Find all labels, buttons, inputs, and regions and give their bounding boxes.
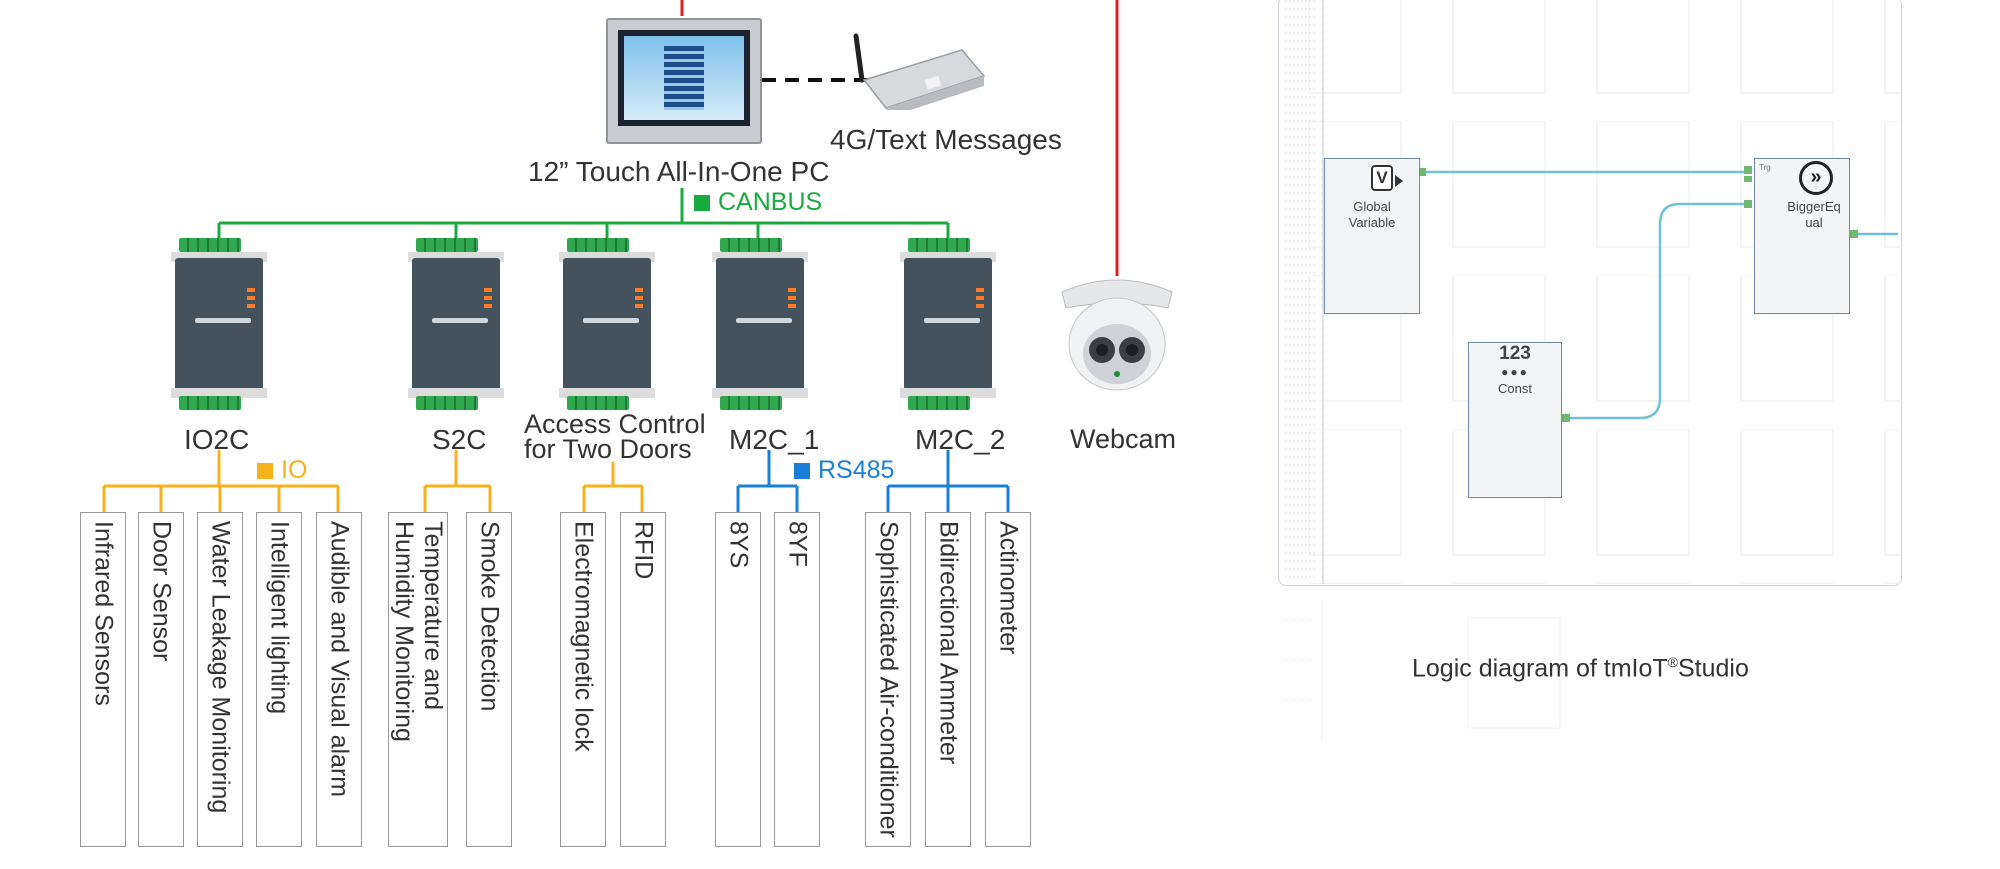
compare-icon: » [1799, 161, 1833, 195]
sensor-box: 8YS [715, 512, 761, 847]
logic-caption-main: Logic diagram of tmIoT [1412, 654, 1668, 683]
logic-caption-tail: Studio [1678, 654, 1749, 683]
block-label: Global Variable [1348, 199, 1396, 230]
const-dots-icon: ●●● [1501, 365, 1529, 379]
logic-block-bigger-equal[interactable]: Trg » BiggerEq ual [1754, 158, 1850, 314]
messaging-caption: 4G/Text Messages [830, 124, 1062, 155]
webcam-caption: Webcam [1070, 424, 1177, 454]
variable-arrow-icon [1395, 175, 1403, 187]
webcam-image [1061, 279, 1173, 391]
rs485-legend: RS485 [794, 456, 894, 485]
sensor-box: Infrared Sensors [80, 512, 126, 847]
canbus-swatch [694, 195, 710, 212]
module-label-io2c: IO2C [184, 424, 250, 455]
logic-block-global-variable[interactable]: V Global Variable [1324, 158, 1420, 314]
canbus-label: CANBUS [718, 188, 823, 216]
sensor-box: Audible and Visual alarm [316, 512, 362, 847]
sensor-box: Water Leakage Monitoring [197, 512, 243, 847]
logic-block-const[interactable]: 123 ●●● Const [1468, 342, 1562, 498]
block-label: BiggerEq ual [1787, 199, 1841, 230]
module-label-s2c: S2C [432, 424, 487, 455]
io-bus-io2c [102, 450, 340, 512]
trg-port-label: Trg [1759, 163, 1771, 172]
logic-caption-reg: ® [1667, 654, 1678, 670]
sensor-box: Smoke Detection [466, 512, 512, 847]
module-s2c [408, 238, 504, 410]
rs485-label: RS485 [818, 456, 895, 484]
sensor-box: Temperature and Humidity Monitoring [388, 512, 448, 847]
module-io2c [171, 238, 267, 410]
io-bus-access [582, 462, 644, 512]
module-label-m2c-2: M2C_2 [915, 424, 1006, 455]
sensor-box: 8YF [774, 512, 820, 847]
io-label: IO [281, 456, 308, 484]
module-access-control [559, 238, 655, 410]
variable-icon: V [1371, 165, 1393, 191]
rs485-bus-m2c1 [736, 450, 799, 512]
io-bus-s2c [423, 450, 492, 512]
io-legend: IO [257, 456, 307, 485]
sensor-box: Door Sensor [138, 512, 184, 847]
rs485-swatch [794, 463, 810, 480]
sensor-box: Actinometer [985, 512, 1031, 847]
module-m2c-1 [712, 238, 808, 410]
sensor-box: Sophisticated Air-conditioner [865, 512, 911, 847]
block-label: Const [1498, 381, 1532, 396]
logic-grid-fade [1282, 600, 1561, 740]
touch-pc-image [606, 18, 762, 144]
rs485-bus-m2c2 [886, 450, 1010, 512]
io-swatch [257, 463, 273, 480]
module-label-m2c-1: M2C_1 [729, 424, 820, 455]
const-icon: 123 [1499, 343, 1531, 364]
module-label-access-control: Access Control for Two Doors [524, 409, 706, 464]
sensor-box: Intelligent lighting [256, 512, 302, 847]
link-const-to-compare [1566, 202, 1752, 420]
sensor-box: Bidirectional Ammeter [925, 512, 971, 847]
modem-4g-image [853, 33, 986, 110]
sensor-box: RFID [620, 512, 666, 847]
canbus-legend: CANBUS [694, 188, 822, 217]
logic-diagram-caption: Logic diagram of tmIoT®Studio [1412, 654, 1749, 683]
sensor-box: Electromagnetic lock [560, 512, 606, 847]
module-m2c-2 [900, 238, 996, 410]
touch-pc-caption: 12” Touch All-In-One PC [528, 156, 830, 187]
